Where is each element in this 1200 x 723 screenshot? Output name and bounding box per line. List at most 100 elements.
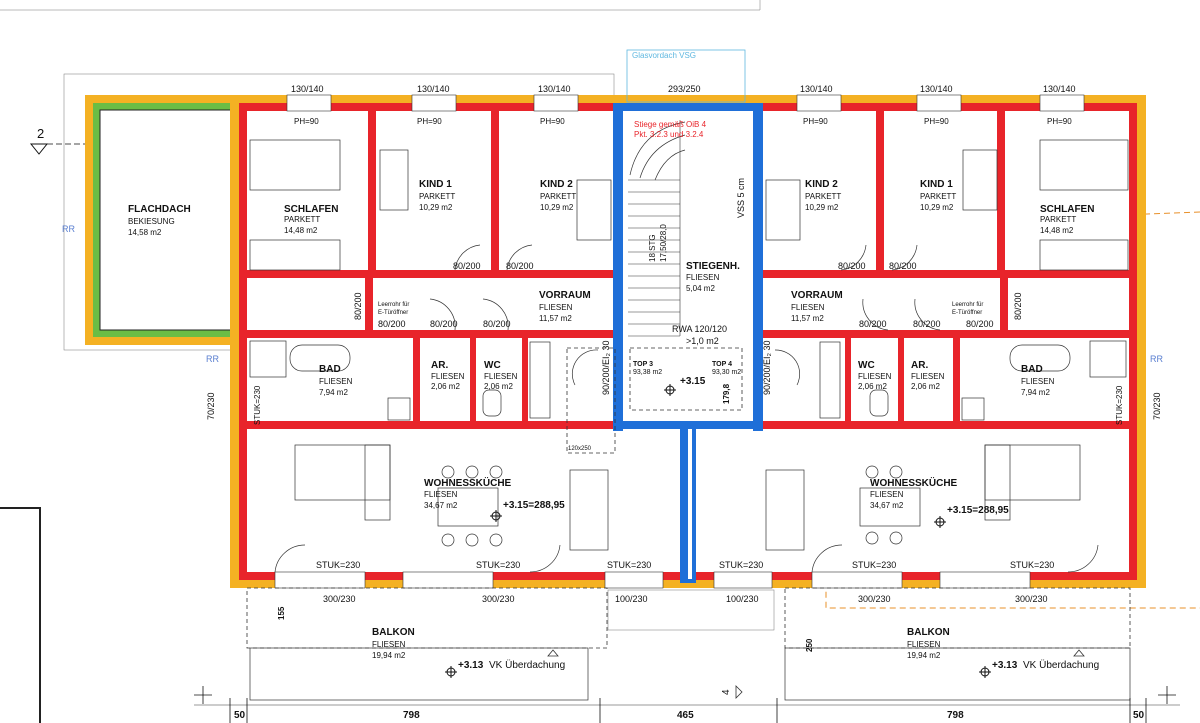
adjacent-building-outline: [0, 507, 41, 723]
side-window-right: 70/230: [1152, 392, 1162, 420]
svg-text:100/230: 100/230: [726, 594, 759, 604]
svg-text:STUK=230: STUK=230: [1010, 560, 1054, 570]
stuk-side-right: STUK=230: [1115, 385, 1124, 425]
svg-text:+3.13: +3.13: [458, 660, 484, 671]
wall-corridor-bottom-left: [247, 330, 617, 338]
side-window-left: 70/230: [206, 392, 216, 420]
svg-text:2,06 m2: 2,06 m2: [911, 382, 940, 391]
svg-text:KIND 1: KIND 1: [920, 179, 953, 190]
room-bad-right: BAD FLIESEN 7,94 m2: [1021, 364, 1055, 397]
wall-living-left: [247, 421, 617, 429]
svg-text:FLIESEN: FLIESEN: [791, 303, 825, 312]
vss-note: VSS 5 cm: [736, 178, 746, 218]
svg-text:300/230: 300/230: [1015, 594, 1048, 604]
wall-wc-l: [470, 338, 476, 424]
svg-text:80/200: 80/200: [378, 319, 406, 329]
svg-text:80/200: 80/200: [483, 319, 511, 329]
door-90-right: 90/200/EI₂ 30: [762, 340, 772, 395]
svg-text:PARKETT: PARKETT: [805, 192, 841, 201]
svg-text:PH=90: PH=90: [417, 117, 442, 126]
svg-text:PH=90: PH=90: [924, 117, 949, 126]
wall-v6: [1000, 278, 1008, 333]
wall-v5: [365, 278, 373, 333]
svg-text:STIEGENH.: STIEGENH.: [686, 261, 740, 272]
wall-v1: [368, 111, 376, 273]
top-windows: [286, 94, 1085, 112]
svg-text:SCHLAFEN: SCHLAFEN: [284, 204, 338, 215]
svg-text:Leerrohr für: Leerrohr für: [378, 302, 409, 308]
svg-text:TOP 3: TOP 3: [633, 361, 653, 368]
svg-text:14,58 m2: 14,58 m2: [128, 228, 162, 237]
wall-corridor-top-left: [247, 270, 617, 278]
parapet-labels: PH=90 PH=90 PH=90 PH=90 PH=90 PH=90: [294, 117, 1072, 126]
svg-text:2,06 m2: 2,06 m2: [484, 382, 513, 391]
svg-text:E-Türöffner: E-Türöffner: [378, 310, 408, 316]
svg-text:14,48 m2: 14,48 m2: [1040, 226, 1074, 235]
wall-corridor-top-right: [758, 270, 1129, 278]
svg-text:FLIESEN: FLIESEN: [539, 303, 573, 312]
svg-text:19,94 m2: 19,94 m2: [907, 651, 941, 660]
svg-text:KIND 2: KIND 2: [805, 179, 838, 190]
svg-text:PH=90: PH=90: [1047, 117, 1072, 126]
room-ar-right: AR. FLIESEN 2,06 m2: [911, 360, 945, 391]
sliding-door-labels: 300/230 300/230 100/230 100/230 300/230 …: [323, 594, 1048, 604]
svg-text:AR.: AR.: [431, 360, 448, 371]
svg-text:10,29 m2: 10,29 m2: [805, 203, 839, 212]
stair-steps: 18 STG: [648, 234, 657, 262]
svg-text:BALKON: BALKON: [372, 627, 415, 638]
stair-note-2: Pkt. 3.2.3 und 3.2.4: [634, 130, 704, 139]
door-labels: 80/200 80/200 80/200 80/200 80/200 80/20…: [353, 261, 1023, 329]
svg-text:BALKON: BALKON: [907, 627, 950, 638]
svg-text:300/230: 300/230: [323, 594, 356, 604]
stuk-labels: STUK=230 STUK=230 STUK=230 STUK=230 STUK…: [316, 560, 1054, 570]
svg-text:798: 798: [947, 710, 964, 721]
svg-text:FLIESEN: FLIESEN: [907, 640, 941, 649]
dim-4: 4: [721, 689, 732, 695]
wall-ar-l: [413, 338, 420, 424]
opener-note-right: Leerrohr für E-Türöffner: [952, 302, 983, 316]
svg-text:STUK=230: STUK=230: [476, 560, 520, 570]
dim-179: 179,8: [722, 383, 731, 404]
svg-text:VORRAUM: VORRAUM: [791, 290, 843, 301]
room-schlafen-right: SCHLAFEN PARKETT 14,48 m2: [1040, 204, 1094, 235]
svg-text:PARKETT: PARKETT: [419, 192, 455, 201]
svg-text:FLIESEN: FLIESEN: [372, 640, 406, 649]
svg-text:34,67 m2: 34,67 m2: [424, 501, 458, 510]
top3-label: TOP 3 93,38 m2: [633, 361, 662, 376]
svg-text:10,29 m2: 10,29 m2: [419, 203, 453, 212]
svg-text:VK Überdachung: VK Überdachung: [489, 659, 565, 671]
svg-text:WC: WC: [484, 360, 501, 371]
wall-v4: [997, 111, 1005, 273]
level-markers: [445, 384, 991, 678]
dim-155: 155: [277, 606, 286, 620]
bottom-windows: [274, 571, 1031, 589]
svg-text:STUK=230: STUK=230: [316, 560, 360, 570]
svg-text:FLIESEN: FLIESEN: [319, 377, 353, 386]
svg-text:PH=90: PH=90: [803, 117, 828, 126]
svg-text:STUK=230: STUK=230: [719, 560, 763, 570]
svg-text:50: 50: [234, 710, 246, 721]
svg-text:STUK=230: STUK=230: [852, 560, 896, 570]
rwa-outline: [629, 347, 743, 411]
svg-text:80/200: 80/200: [1013, 292, 1023, 320]
wall-living-right: [758, 421, 1129, 429]
living-furniture: [294, 444, 1081, 551]
svg-text:7,94 m2: 7,94 m2: [1021, 388, 1050, 397]
lift-outline: [566, 347, 616, 454]
room-ar-left: AR. FLIESEN 2,06 m2: [431, 360, 465, 391]
svg-text:PH=90: PH=90: [540, 117, 565, 126]
balcony-left: BALKON FLIESEN 19,94 m2 +3.13 VK Überdac…: [246, 587, 608, 701]
svg-text:19,94 m2: 19,94 m2: [372, 651, 406, 660]
room-wohn-right: WOHNESSKÜCHE FLIESEN 34,67 m2: [870, 476, 958, 510]
svg-text:PH=90: PH=90: [294, 117, 319, 126]
room-kind2-right: KIND 2 PARKETT 10,29 m2: [805, 179, 841, 212]
rr-left: RR: [206, 354, 219, 364]
stuk-side-left: STUK=230: [253, 385, 262, 425]
stair-core: [613, 103, 763, 583]
wall-v3: [876, 111, 884, 273]
svg-text:FLIESEN: FLIESEN: [686, 273, 720, 282]
svg-text:FLACHDACH: FLACHDACH: [128, 204, 191, 215]
svg-text:STUK=230: STUK=230: [607, 560, 651, 570]
glasvordach-label: Glasvordach VSG: [632, 51, 696, 60]
